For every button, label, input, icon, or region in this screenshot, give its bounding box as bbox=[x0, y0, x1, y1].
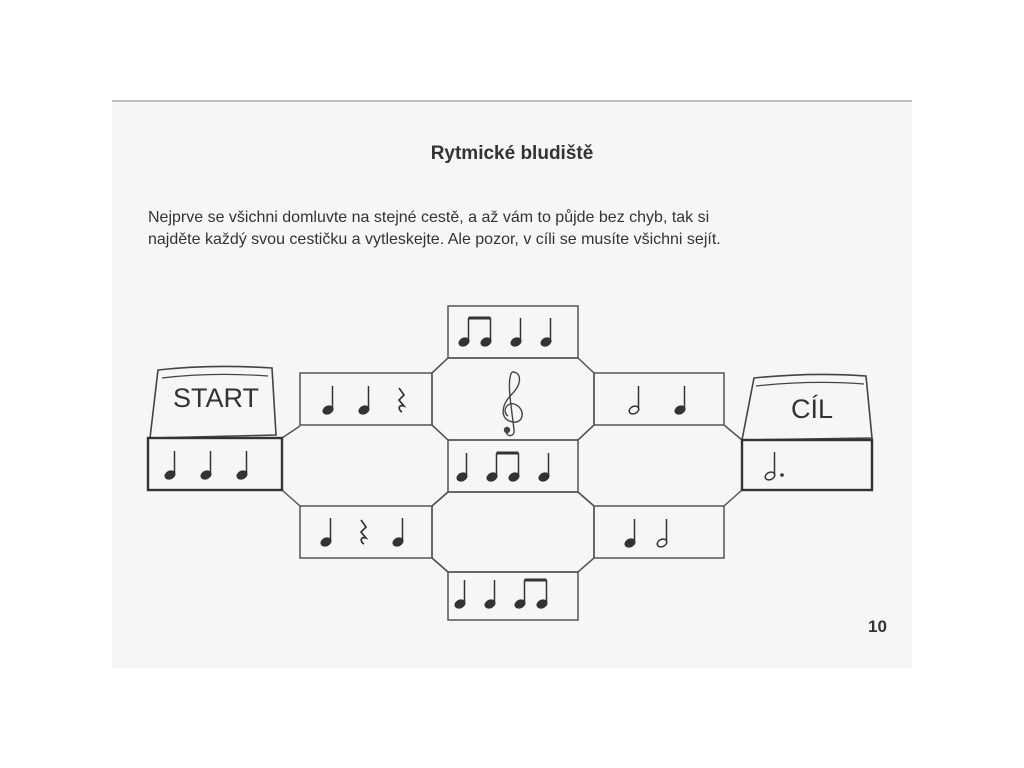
start-label-box-inner bbox=[161, 373, 269, 379]
cell-bottom[interactable] bbox=[447, 571, 579, 621]
note-quarter-icon bbox=[540, 318, 552, 347]
rhythm-top bbox=[458, 316, 552, 347]
connector-center-right bbox=[577, 424, 595, 507]
note-half-icon bbox=[656, 519, 668, 548]
instructions-line-2: najděte každý svou cestičku a vytleskejt… bbox=[148, 231, 721, 248]
start-label-box bbox=[149, 365, 277, 439]
cell-right-lower[interactable] bbox=[593, 505, 725, 559]
note-quarter-icon bbox=[456, 453, 468, 482]
note-quarter-icon bbox=[358, 386, 370, 415]
note-dotted-half-icon bbox=[764, 452, 784, 481]
cell-center-lower-hub bbox=[431, 491, 595, 573]
rhythm-right-lower bbox=[624, 519, 668, 548]
note-quarter-icon bbox=[538, 453, 550, 482]
treble-clef-icon bbox=[502, 371, 523, 437]
note-quarter-icon bbox=[236, 451, 248, 480]
note-quarter-icon bbox=[164, 451, 176, 480]
start-area[interactable]: START bbox=[146, 365, 284, 492]
finish-label: CÍL bbox=[791, 394, 833, 424]
cell-left-lower[interactable] bbox=[299, 505, 433, 559]
rhythm-left-upper bbox=[322, 386, 407, 415]
note-quarter-icon bbox=[322, 386, 334, 415]
note-quarter-icon bbox=[484, 580, 496, 609]
rhythm-center bbox=[456, 451, 550, 482]
rhythm-right-upper bbox=[628, 386, 686, 415]
cell-center-hub[interactable] bbox=[431, 357, 595, 441]
note-quarter-icon bbox=[624, 519, 636, 548]
page-number: 10 bbox=[868, 617, 887, 636]
note-quarter-icon bbox=[510, 318, 522, 347]
rhythm-finish bbox=[764, 452, 784, 481]
note-quarter-rest-icon bbox=[397, 387, 407, 413]
note-quarter-icon bbox=[200, 451, 212, 480]
cell-center[interactable] bbox=[447, 439, 579, 493]
note-quarter-icon bbox=[320, 518, 332, 547]
connector-right-finish bbox=[723, 424, 743, 507]
cell-right-upper[interactable] bbox=[593, 372, 725, 426]
cell-top[interactable] bbox=[447, 305, 579, 359]
note-quarter-rest-icon bbox=[359, 519, 369, 545]
instructions-line-1: Nejprve se všichni domluvte na stejné ce… bbox=[148, 209, 710, 226]
rhythm-start bbox=[164, 451, 248, 480]
note-half-icon bbox=[628, 386, 640, 415]
start-rhythm-cell bbox=[146, 436, 284, 492]
finish-area[interactable]: CÍL bbox=[740, 373, 874, 492]
start-label: START bbox=[173, 383, 259, 413]
rhythm-left-lower bbox=[320, 518, 404, 547]
cell-left-upper[interactable] bbox=[299, 372, 433, 426]
finish-label-box-inner bbox=[755, 381, 865, 387]
finish-label-box bbox=[741, 373, 873, 441]
page-title: Rytmické bludiště bbox=[430, 143, 594, 164]
connector-start-left bbox=[281, 425, 301, 507]
note-eighth-pair-icon bbox=[514, 578, 548, 609]
instructions-text: Nejprve se všichni domluvte na stejné ce… bbox=[148, 207, 908, 251]
note-quarter-icon bbox=[392, 518, 404, 547]
note-quarter-icon bbox=[454, 580, 466, 609]
note-quarter-icon bbox=[674, 386, 686, 415]
note-eighth-pair-icon bbox=[458, 316, 492, 347]
rhythm-bottom bbox=[454, 578, 548, 609]
finish-rhythm-cell bbox=[740, 438, 874, 492]
note-eighth-pair-icon bbox=[486, 451, 520, 482]
connector-left-center bbox=[431, 357, 449, 573]
